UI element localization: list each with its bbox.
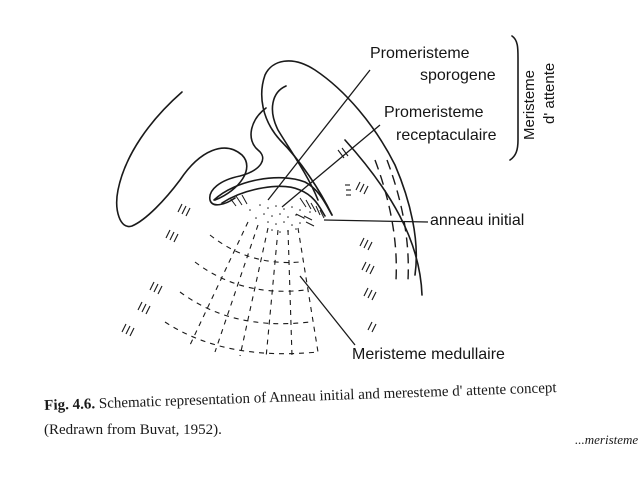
dome-stipple bbox=[249, 204, 311, 233]
leader-lines bbox=[267, 69, 429, 346]
bracket bbox=[509, 35, 519, 161]
label-anneau-initial: anneau initial bbox=[430, 212, 525, 229]
label-promeristeme-sporogene-line2: sporogene bbox=[420, 67, 496, 84]
medullary-grid bbox=[164, 221, 319, 359]
label-promeristeme-sporogene-line1: Promeristeme bbox=[370, 45, 470, 62]
anneau-hatching bbox=[229, 194, 325, 227]
right-leaf-outline bbox=[260, 60, 418, 276]
right-flank-outline bbox=[344, 139, 423, 296]
procambium-marks bbox=[121, 147, 377, 337]
cut-off-text: ...meristeme bbox=[575, 432, 638, 447]
figure-number: Fig. 4.6. bbox=[44, 396, 96, 414]
label-meristeme-attente-line2: d' attente bbox=[541, 62, 558, 124]
label-promeristeme-receptaculaire-line2: receptaculaire bbox=[396, 127, 497, 144]
dome-inner-outline bbox=[221, 185, 326, 217]
right-leaf-inner bbox=[271, 85, 319, 201]
label-meristeme-attente-line1: Meristeme bbox=[521, 69, 538, 140]
label-promeristeme-receptaculaire-line1: Promeristeme bbox=[384, 104, 484, 121]
left-leaf-outline bbox=[116, 91, 248, 228]
inner-left-leaf-outline bbox=[209, 107, 267, 206]
label-meristeme-medullaire: Meristeme medullaire bbox=[352, 346, 505, 363]
figure-caption-line2: (Redrawn from Buvat, 1952). bbox=[44, 422, 222, 438]
dashed-flank-lines bbox=[374, 159, 409, 281]
